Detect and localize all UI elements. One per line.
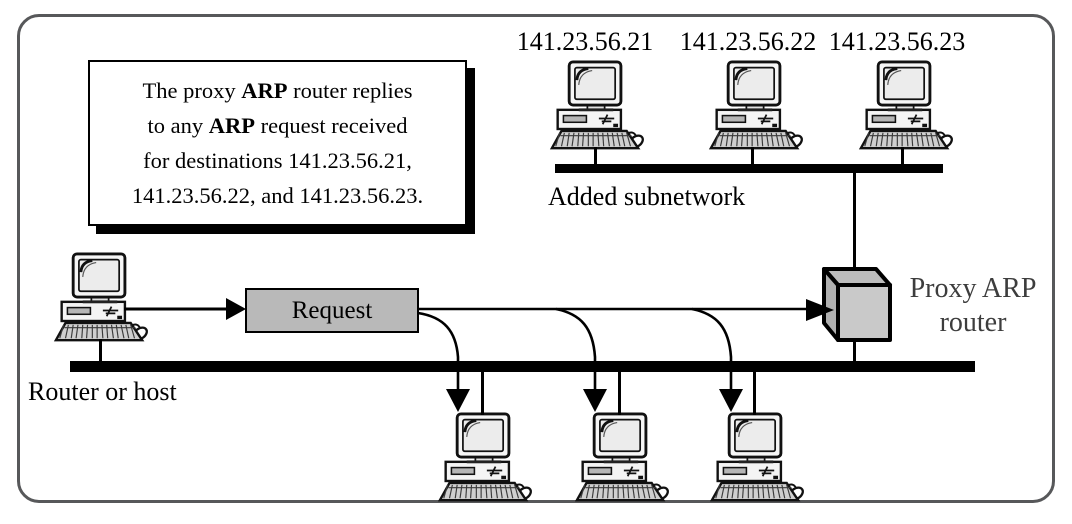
proxy-router-label: Proxy ARP router — [898, 272, 1048, 340]
request-box: Request — [245, 288, 419, 333]
connector-subnet-to-router — [853, 173, 856, 269]
ip-label-1: 141.23.56.21 — [516, 27, 654, 56]
note-line-1: The proxy ARP router replies — [142, 78, 413, 103]
connector-subnet-3 — [901, 147, 904, 166]
diagram-frame — [17, 14, 1055, 503]
ip-label-3: 141.23.56.23 — [828, 27, 966, 56]
proxy-router-label-line1: Proxy ARP — [909, 273, 1037, 304]
connector-host-1 — [481, 372, 484, 415]
subnet-label: Added subnetwork — [548, 182, 746, 211]
computer-icon-host-2 — [571, 412, 671, 504]
connector-host-3 — [753, 372, 756, 415]
note-line-4: 141.23.56.22, and 141.23.56.23. — [131, 183, 424, 208]
computer-icon-subnet-3 — [855, 60, 955, 152]
connector-subnet-1 — [594, 147, 597, 166]
main-bus — [70, 361, 975, 372]
proxy-arp-router-cube — [822, 267, 892, 342]
computer-icon-host-1 — [434, 412, 534, 504]
subnet-bus — [555, 164, 943, 173]
computer-icon-source — [50, 252, 150, 344]
connector-router-to-main-bus — [853, 338, 856, 362]
computer-icon-subnet-2 — [705, 60, 805, 152]
note-line-2: to any ARP request received — [147, 113, 408, 138]
connector-subnet-2 — [751, 147, 754, 166]
computer-icon-host-3 — [706, 412, 806, 504]
note-box: The proxy ARP router replies to any ARP … — [88, 60, 467, 226]
note-line-3: for destinations 141.23.56.21, — [143, 148, 412, 173]
connector-host-2 — [618, 372, 621, 415]
proxy-router-label-line2: router — [939, 307, 1007, 338]
connector-source-to-main-bus — [99, 339, 102, 362]
ip-label-2: 141.23.56.22 — [679, 27, 817, 56]
request-label: Request — [291, 296, 373, 324]
computer-icon-subnet-1 — [546, 60, 646, 152]
host-label: Router or host — [28, 377, 177, 406]
